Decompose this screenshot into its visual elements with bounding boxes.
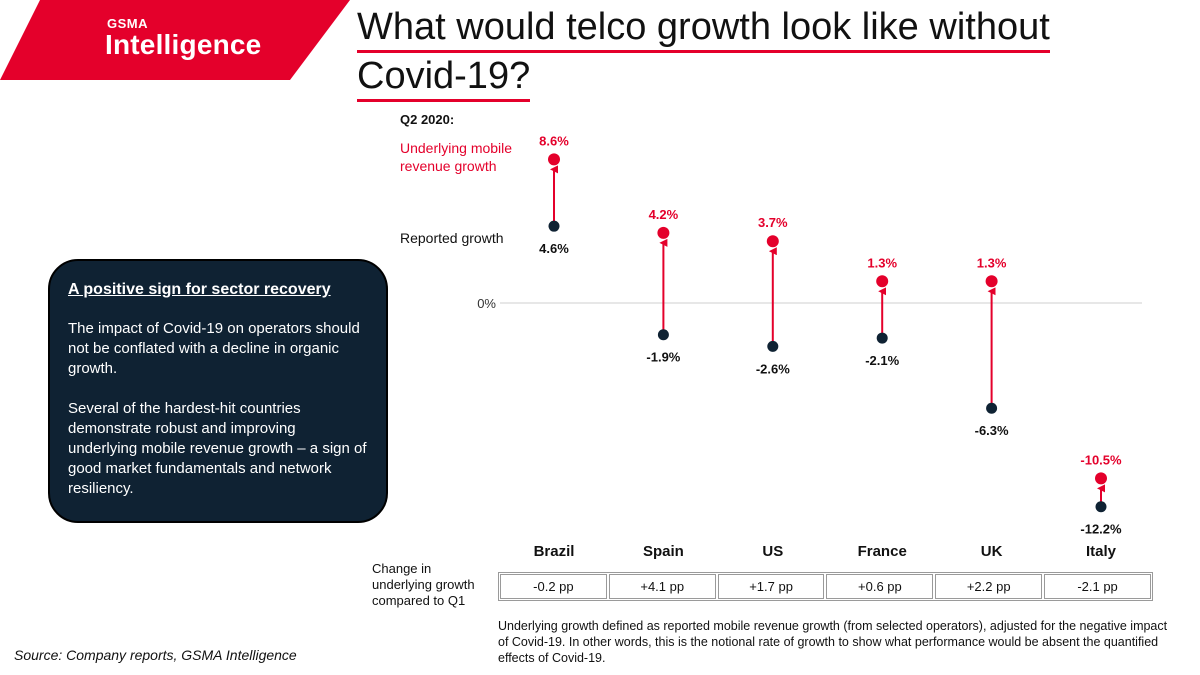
underlying-label-us: 3.7% [758,215,788,230]
reported-label-brazil: 4.6% [539,241,569,256]
growth-chart: Q2 2020: Underlying mobile revenue growt… [400,112,1142,560]
underlying-label-uk: 1.3% [977,255,1007,270]
underlying-point-uk [985,275,998,288]
reported-point-spain [657,329,669,341]
period-label: Q2 2020: [400,112,454,127]
change-label: Change in underlying growth compared to … [372,561,502,609]
reported-label-uk: -6.3% [975,423,1009,438]
category-label-france: France [858,543,907,560]
reported-label-spain: -1.9% [646,350,680,365]
change-label-line1: Change in [372,561,432,576]
category-label-uk: UK [981,543,1003,560]
reported-label-france: -2.1% [865,353,899,368]
title-line-2: Covid-19? [357,53,531,102]
logo-top-text: GSMA [107,16,148,31]
page-title: What would telco growth look like withou… [357,4,1157,102]
footnote: Underlying growth defined as reported mo… [498,619,1168,665]
logo-red-banner [0,0,350,80]
reported-point-italy [1095,501,1107,513]
title-line-1: What would telco growth look like withou… [357,4,1050,53]
info-box-heading: A positive sign for sector recovery [68,281,331,298]
logo-main-text: Intelligence [105,29,262,60]
underlying-point-italy [1095,472,1107,485]
reported-point-france [876,332,888,344]
legend-reported: Reported growth [400,230,504,246]
underlying-point-brazil [548,153,560,166]
underlying-label-italy: -10.5% [1080,452,1122,467]
source-note: Source: Company reports, GSMA Intelligen… [14,647,297,663]
underlying-label-spain: 4.2% [649,207,679,222]
change-cell-italy: -2.1 pp [1044,574,1151,599]
info-box-paragraph-2: Several of the hardest-hit countries dem… [68,400,367,497]
reported-point-brazil [548,220,560,232]
change-table: -0.2 pp +4.1 pp +1.7 pp +0.6 pp +2.2 pp … [498,572,1153,601]
info-box-paragraph-1: The impact of Covid-19 on operators shou… [68,320,360,377]
underlying-point-spain [657,226,670,239]
underlying-point-us [766,235,779,248]
underlying-point-france [876,275,889,288]
category-label-italy: Italy [1086,543,1117,560]
reported-label-italy: -12.2% [1080,522,1122,537]
change-cell-france: +0.6 pp [826,574,934,599]
zero-label: 0% [477,296,496,311]
change-cell-us: +1.7 pp [717,574,825,599]
category-label-brazil: Brazil [534,543,575,560]
legend-underlying-line1: Underlying mobile [400,140,512,156]
reported-point-uk [986,402,998,414]
gsma-intelligence-logo: GSMA Intelligence [0,0,350,80]
chart-marks: 8.6% 4.6% Brazil 4.2% -1.9% Spain 3.7% -2.6% US 1… [534,133,1122,560]
category-label-spain: Spain [643,543,684,560]
info-box: A positive sign for sector recovery The … [48,259,388,523]
change-cell-uk: +2.2 pp [935,574,1043,599]
change-cell-brazil: -0.2 pp [500,574,607,599]
underlying-label-france: 1.3% [867,255,897,270]
category-label-us: US [762,543,783,560]
change-label-line3: compared to Q1 [372,593,466,608]
underlying-label-brazil: 8.6% [539,133,569,148]
legend-underlying-line2: revenue growth [400,158,497,174]
reported-label-us: -2.6% [756,361,790,376]
reported-point-us [767,340,779,352]
change-label-line2: underlying growth [372,577,475,592]
change-cell-spain: +4.1 pp [608,574,716,599]
